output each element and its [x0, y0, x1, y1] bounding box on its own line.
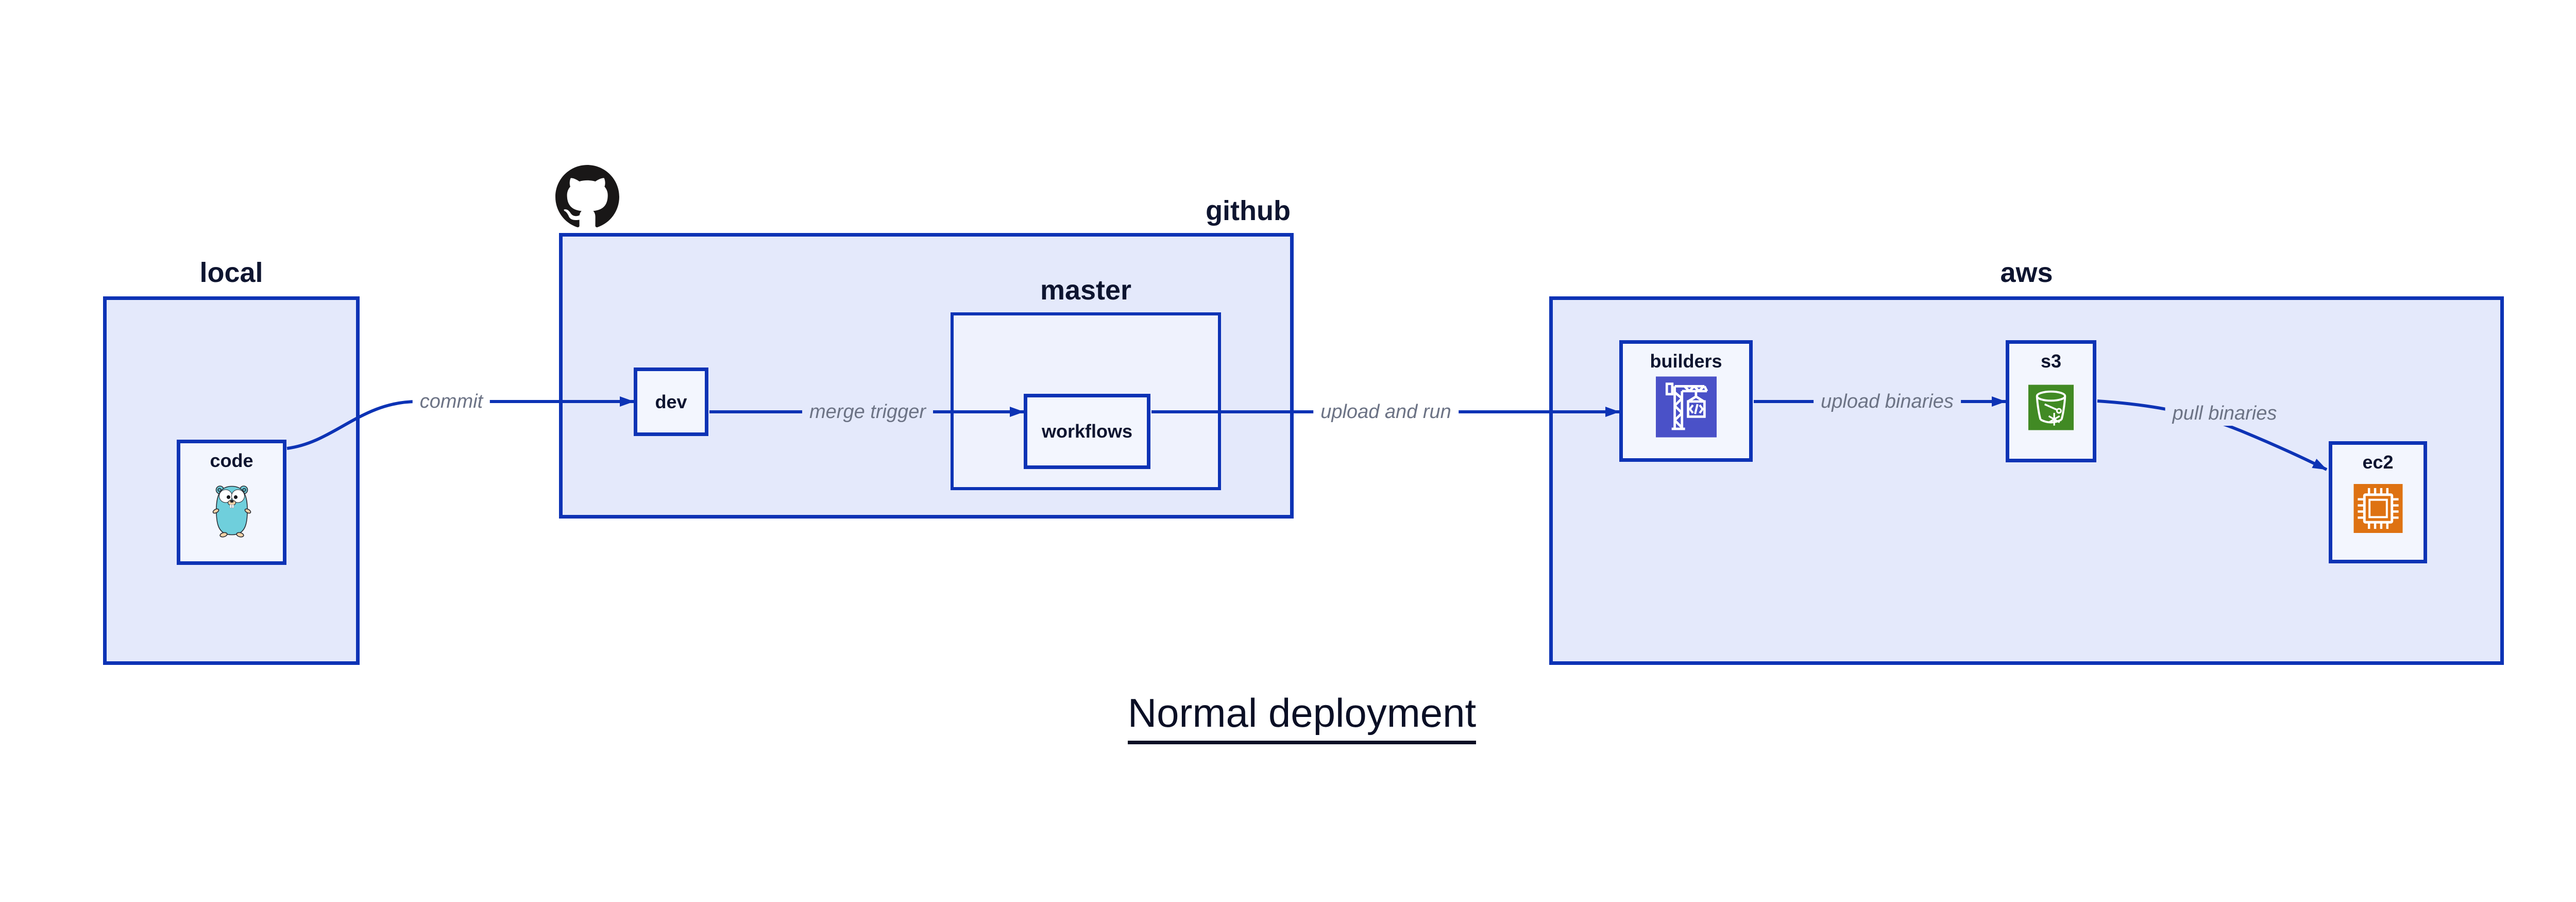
edge-label-upload-binaries: upload binaries [1814, 389, 1961, 414]
diagram-title: Normal deployment [0, 689, 2576, 744]
node-workflows: workflows [1024, 394, 1150, 469]
local-container-label: local [199, 257, 263, 288]
node-builders: builders [1619, 340, 1753, 462]
edge-label-commit: commit [412, 389, 490, 414]
diagram-title-text: Normal deployment [1127, 689, 1477, 744]
aws-container-label: aws [2000, 257, 2053, 288]
dev-node-label: dev [655, 391, 687, 412]
github-octocat-icon [555, 165, 619, 229]
edge-label-merge-trigger: merge trigger [802, 399, 933, 424]
code-node-label: code [210, 450, 253, 471]
node-s3: s3 [2006, 340, 2096, 462]
aws-codebuild-icon [1655, 376, 1717, 440]
builders-node-label: builders [1650, 350, 1722, 372]
edge-label-upload-and-run: upload and run [1313, 399, 1459, 424]
edge-label-pull-binaries: pull binaries [2165, 401, 2284, 426]
aws-s3-bucket-icon [2028, 385, 2074, 432]
node-code: code [177, 440, 286, 565]
master-container-label: master [1040, 275, 1132, 306]
workflows-node-label: workflows [1041, 421, 1133, 442]
node-dev: dev [634, 368, 708, 436]
ec2-node-label: ec2 [2362, 452, 2394, 473]
github-container-label: github [1206, 195, 1291, 226]
go-gopher-icon [212, 483, 251, 540]
aws-ec2-chip-icon [2353, 483, 2402, 536]
node-ec2: ec2 [2329, 441, 2427, 563]
s3-node-label: s3 [2040, 350, 2062, 372]
